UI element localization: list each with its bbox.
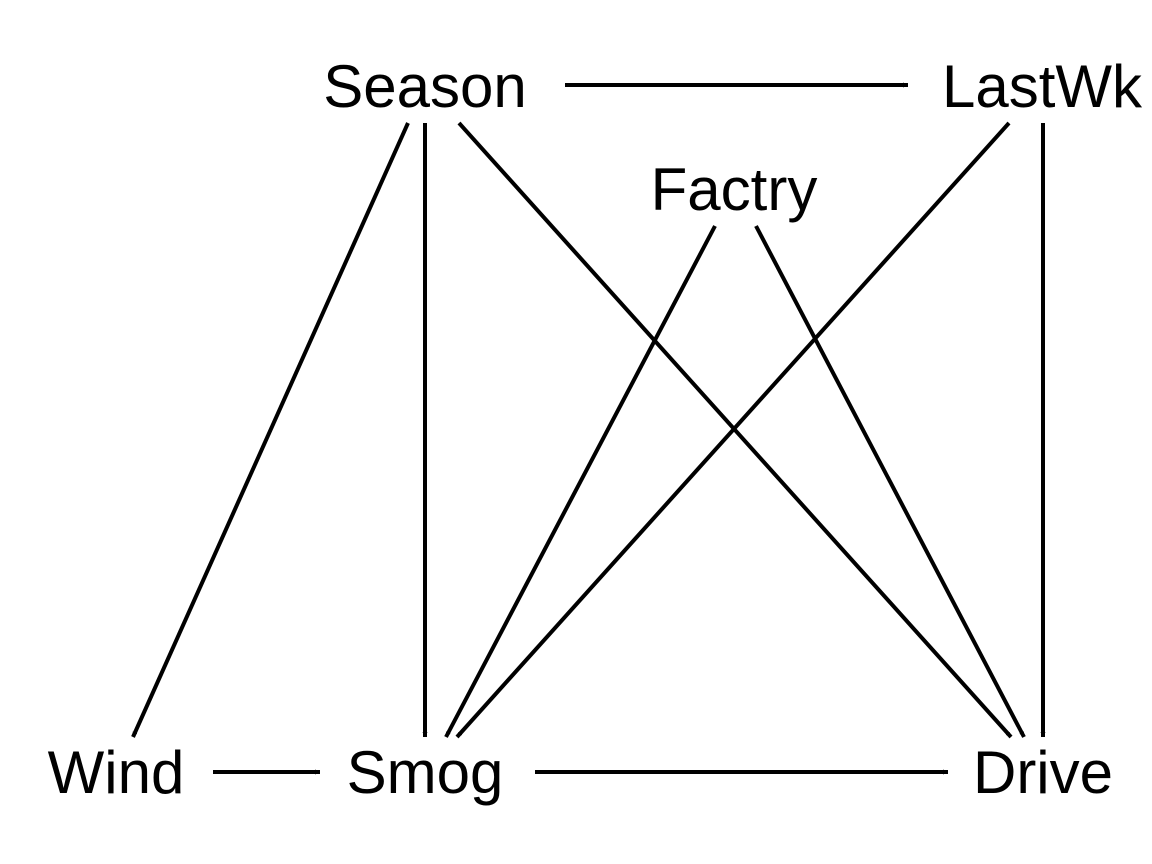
node-lastwk: LastWk	[942, 53, 1143, 120]
edge-factry-to-drive	[754, 225, 1026, 738]
node-wind: Wind	[48, 739, 185, 806]
edge-lastwk-to-smog	[455, 121, 1011, 739]
node-season: Season	[323, 53, 527, 120]
node-smog: Smog	[347, 739, 504, 806]
node-factry: Factry	[651, 156, 818, 223]
edges-layer	[131, 82, 1046, 775]
edge-season-to-wind	[131, 122, 410, 738]
nodes-layer: Season LastWk Factry Wind Smog Drive	[48, 53, 1143, 806]
edge-factry-to-smog	[444, 225, 717, 738]
node-drive: Drive	[973, 739, 1113, 806]
